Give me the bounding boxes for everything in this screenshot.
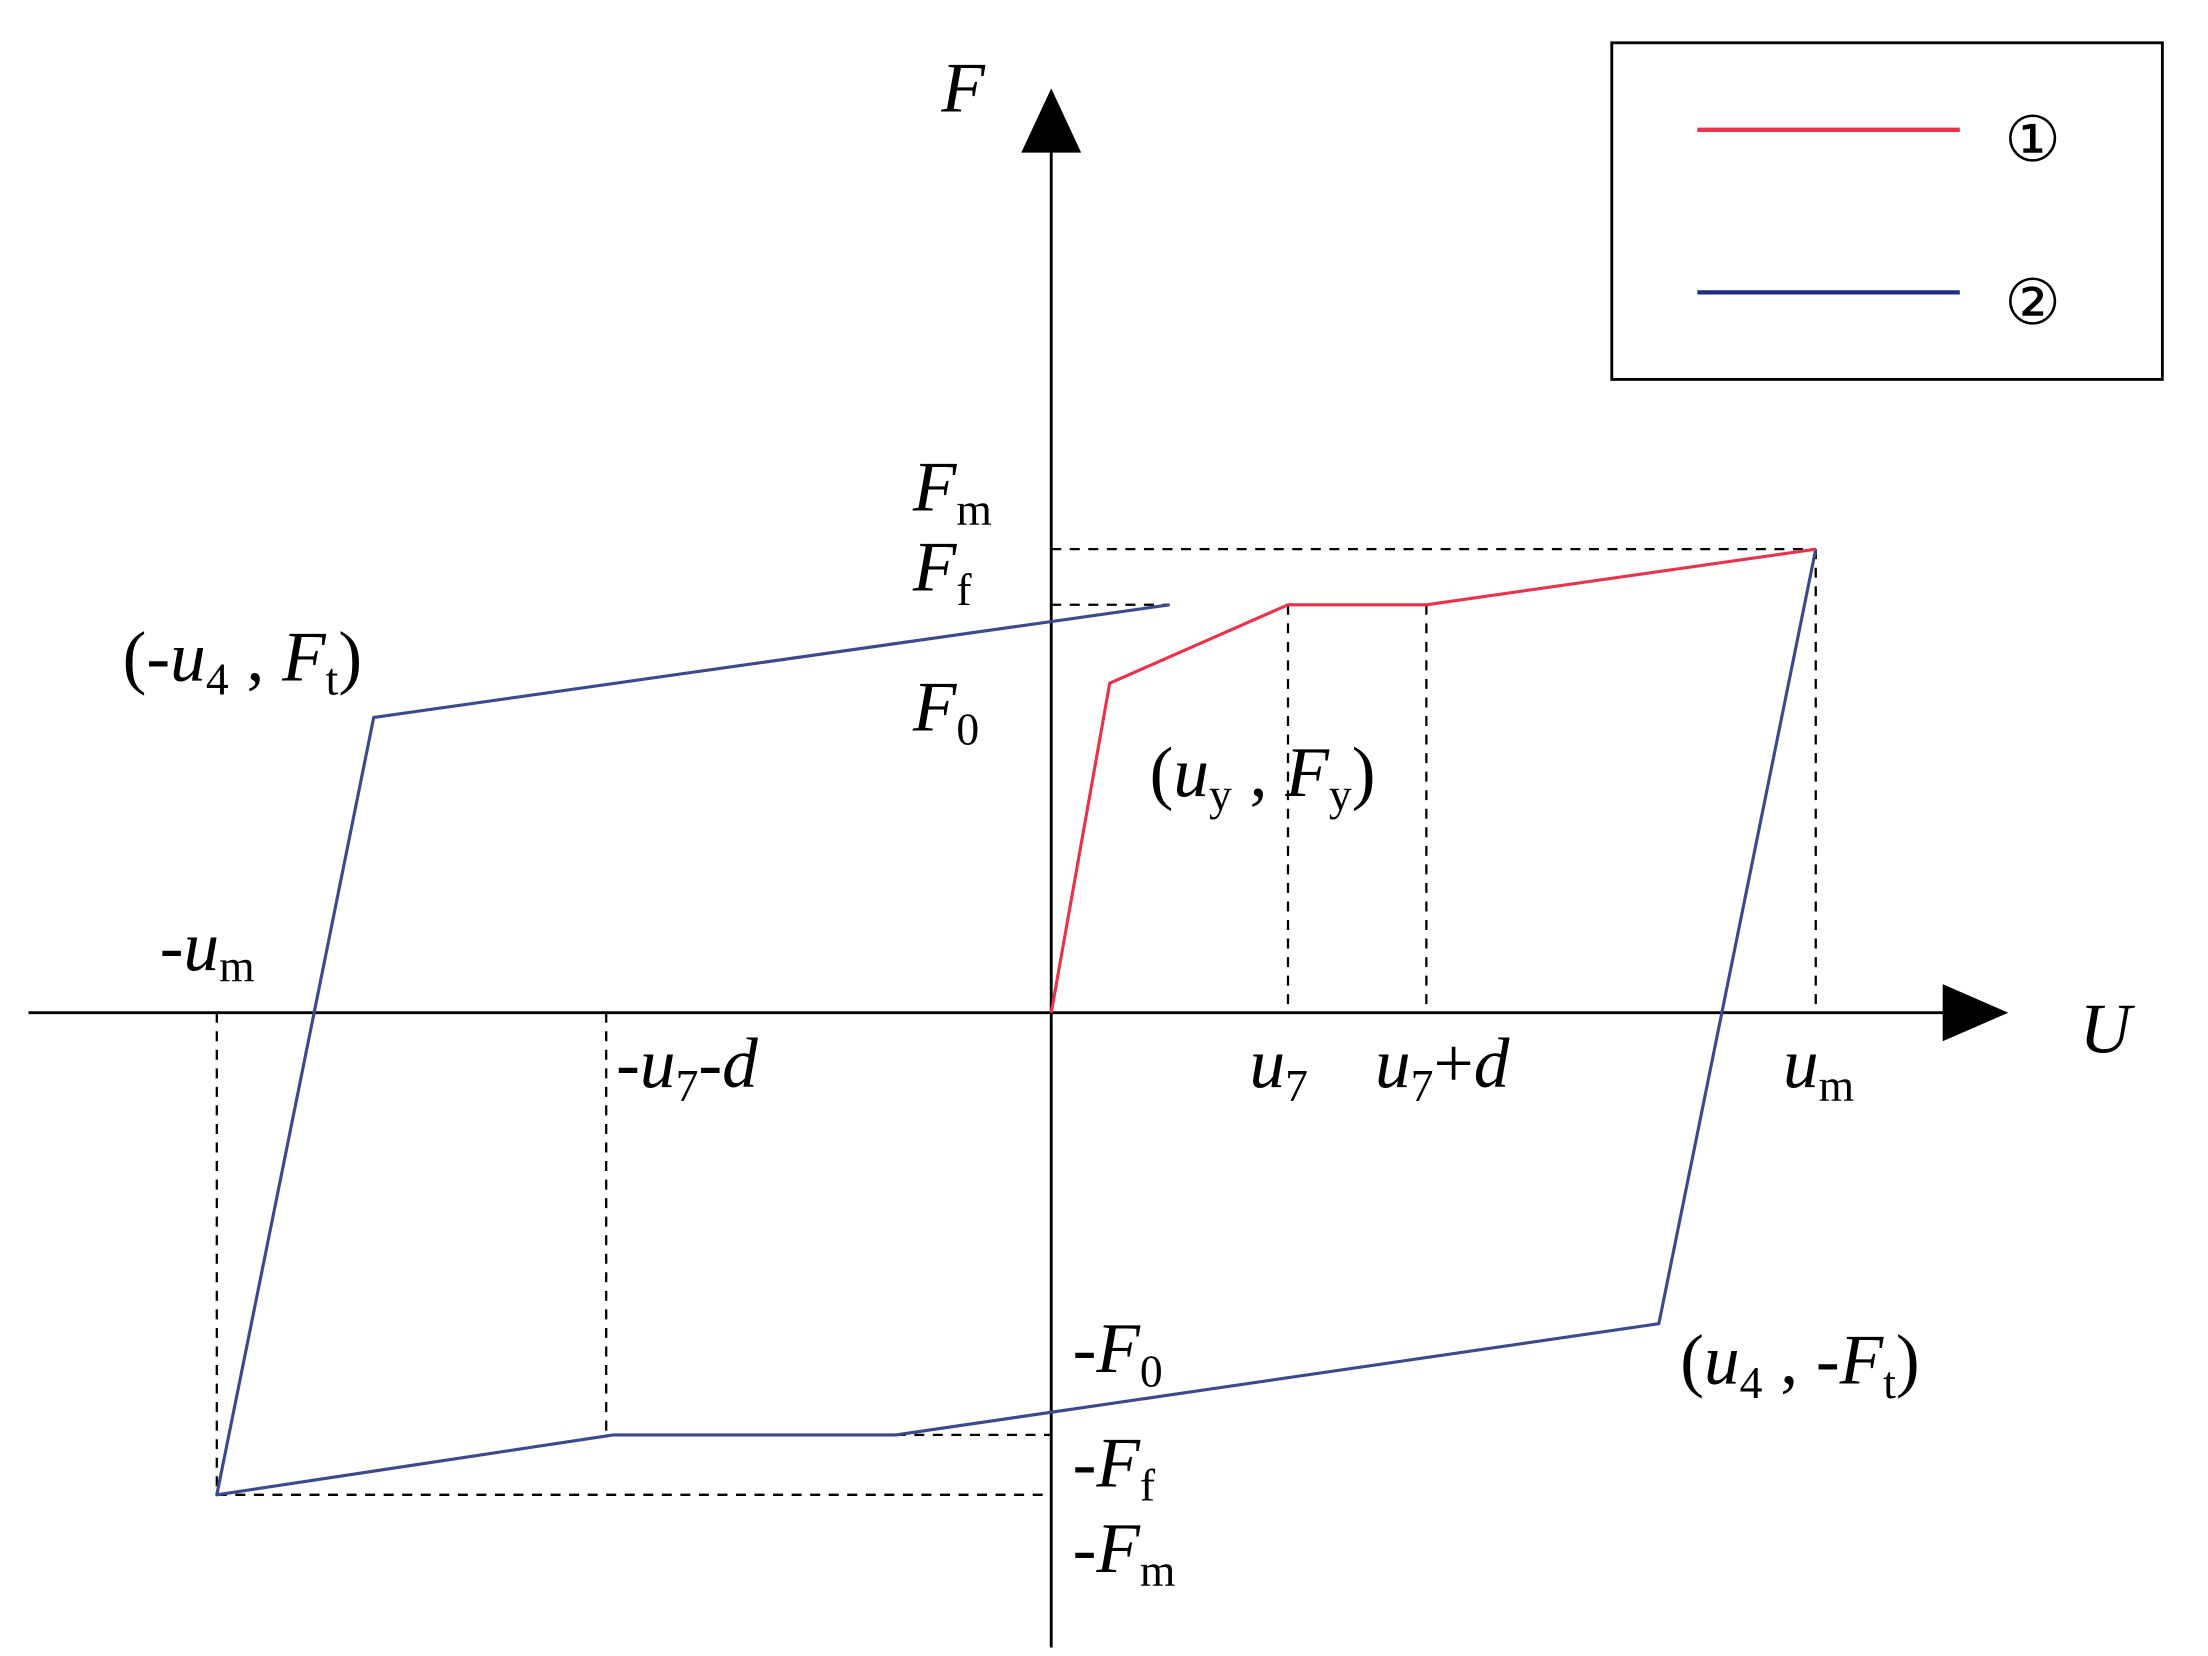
label-neg-ff: -Ff — [1073, 1423, 1156, 1510]
y-axis-arrow-icon — [1021, 88, 1082, 153]
label-fm: Fm — [912, 448, 992, 535]
label-u7: u7 — [1249, 1024, 1307, 1111]
label-u7-plus-d: u7+d — [1375, 1024, 1510, 1111]
label-neg-u7-minus-d: -u7-d — [616, 1024, 758, 1111]
curve-1-skeleton — [1049, 547, 1816, 1013]
label-neg-um: -um — [160, 907, 255, 991]
label-neg-fm: -Fm — [1073, 1509, 1176, 1596]
x-axis-arrow-icon — [1942, 984, 2009, 1042]
curve-2-hysteresis-loop — [215, 548, 1818, 1497]
legend-symbol-2: ② — [2004, 268, 2060, 338]
label-f0: F0 — [912, 667, 979, 754]
point-label-neg-u4-ft: (-u4 , Ft) — [123, 617, 362, 704]
x-axis-label: U — [2080, 990, 2136, 1069]
y-axis-label: F — [940, 48, 986, 127]
legend-symbol-1: ① — [2004, 105, 2060, 175]
axes — [28, 88, 2009, 1648]
label-ff: Ff — [912, 528, 973, 615]
point-label-uy-fy: (uy , Fy) — [1150, 733, 1376, 820]
label-um: um — [1783, 1024, 1854, 1111]
label-neg-f0: -F0 — [1073, 1309, 1163, 1396]
legend: ① ② — [1610, 41, 2164, 381]
point-label-u4-neg-ft: (u4 , -Ft) — [1680, 1321, 1919, 1408]
legend-box — [1610, 41, 2164, 381]
guide-lines — [215, 548, 1817, 1496]
